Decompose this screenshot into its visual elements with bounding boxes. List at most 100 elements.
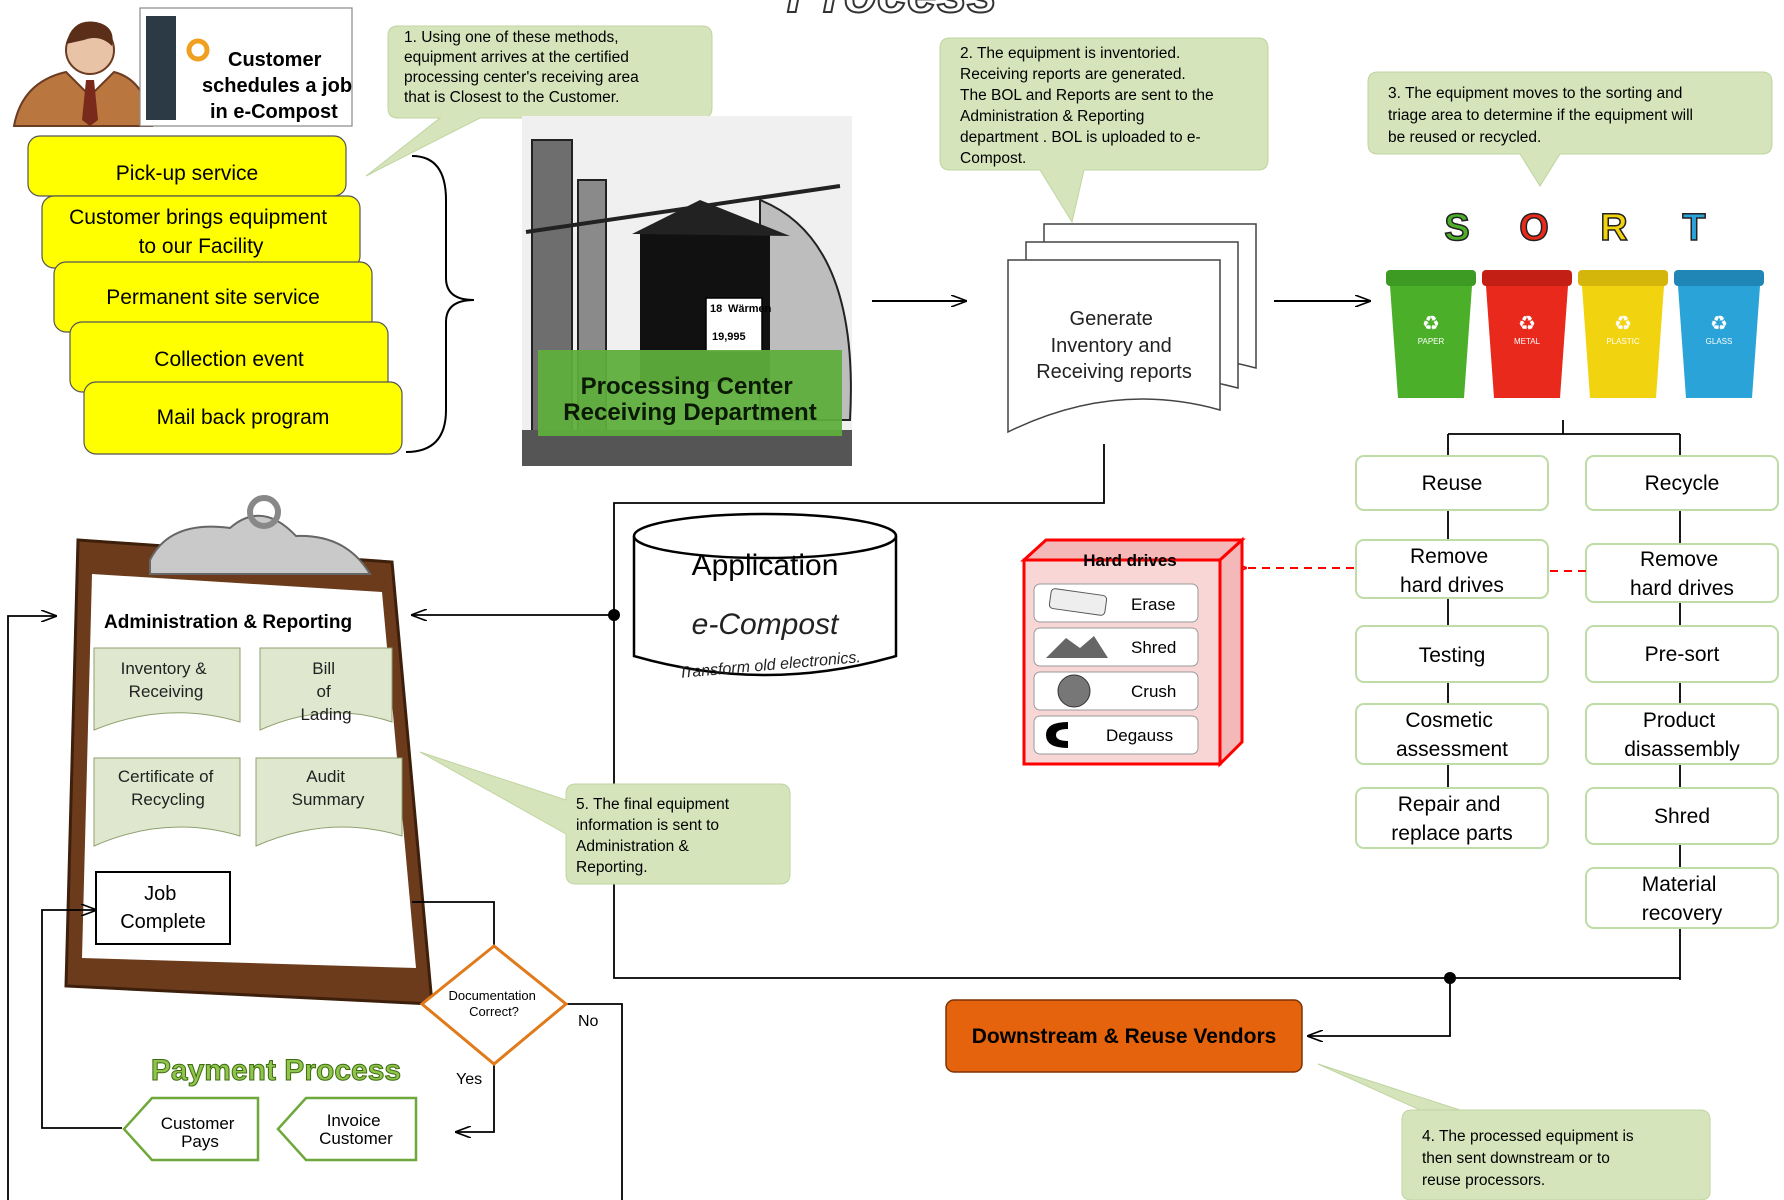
doc-label-line: Recycling: [131, 790, 205, 809]
step-label: Remove hard drives: [1630, 548, 1734, 600]
bin-metal: ♻ METAL: [1482, 270, 1572, 398]
step-label-line: Material: [1642, 873, 1717, 896]
method-label: Mail back program: [157, 406, 330, 429]
callout-line: information is sent to: [576, 817, 719, 834]
bin-body: [1486, 286, 1568, 398]
callout-bubble: [419, 751, 791, 885]
doc-label-line: Lading: [300, 705, 351, 724]
decision-no: No: [578, 1013, 599, 1030]
option-label: Crush: [1131, 682, 1176, 701]
callout-text: 2. The equipment is inventoried. Receivi…: [960, 45, 1218, 167]
reports-label-line: Receiving reports: [1036, 361, 1192, 383]
generate-reports: Generate Inventory and Receiving reports: [1007, 223, 1257, 434]
doc-label-line: Summary: [292, 790, 365, 809]
bin-body: [1582, 286, 1664, 398]
hard-drive-option-degauss: Degauss: [1033, 715, 1199, 755]
method-card: Collection event: [69, 321, 389, 393]
pays-label-line: Customer: [161, 1114, 235, 1133]
bin-recycle-icon: ♻: [1422, 313, 1440, 335]
decision-yes: Yes: [456, 1071, 482, 1088]
step-box: [1355, 787, 1549, 849]
step-box: [1585, 543, 1779, 603]
reuse-step: Reuse: [1355, 455, 1549, 511]
callout-line: Receiving reports are generated.: [960, 66, 1186, 83]
doc-label-line: of: [317, 682, 331, 701]
doc-label-line: Receiving: [129, 682, 204, 701]
reuse-step: Repair and replace parts: [1355, 787, 1549, 849]
sort-letter-s: S: [1444, 207, 1469, 249]
step-box: [1585, 703, 1779, 765]
step-box: [1585, 787, 1779, 845]
sort-letter-t: T: [1682, 207, 1705, 249]
decision-diamond: Documentation Correct? No Yes: [419, 944, 599, 1088]
page-title: Process: [787, 0, 997, 24]
hard-drives-box: Hard drives Erase Shred Crush Degauss: [1020, 536, 1246, 768]
callout-text: 3. The equipment moves to the sorting an…: [1388, 85, 1697, 146]
crushed-disk-icon: [1057, 674, 1091, 708]
callout-text: 1. Using one of these methods, equipment…: [404, 29, 643, 106]
callout-text: 5. The final equipment information is se…: [576, 796, 733, 876]
step-label-line: Pre-sort: [1645, 643, 1720, 666]
recycle-step: Product disassembly: [1585, 703, 1779, 765]
eraser-icon: [1048, 588, 1108, 616]
invoice-label-line: Customer: [319, 1129, 393, 1148]
step-label-line: Remove: [1410, 545, 1488, 568]
bin-glass: ♻ GLASS: [1674, 270, 1764, 398]
step-box: [1355, 703, 1549, 765]
callout-line: Reporting.: [576, 859, 648, 876]
step-label-line: hard drives: [1630, 577, 1734, 600]
step-label: Remove hard drives: [1400, 545, 1504, 597]
callout-bubble: [1317, 1063, 1711, 1200]
step-label-line: Testing: [1419, 644, 1486, 667]
step-label-line: disassembly: [1624, 738, 1740, 761]
callout-line: Administration &: [576, 838, 690, 855]
bin-label: PLASTIC: [1606, 337, 1640, 346]
bin-label: METAL: [1514, 337, 1541, 346]
step-label: Recycle: [1645, 472, 1720, 495]
step-label: Material recovery: [1642, 873, 1723, 925]
bin-label: GLASS: [1706, 337, 1733, 346]
clip-body: [149, 514, 372, 575]
bin-plastic: ♻ PLASTIC: [1578, 270, 1668, 398]
hard-drive-option-erase: Erase: [1033, 583, 1199, 623]
method-label: Pick-up service: [116, 162, 258, 185]
callout-line: department . BOL is uploaded to e-: [960, 129, 1201, 146]
bin-paper: ♻ PAPER: [1386, 270, 1476, 398]
doc-label: Audit Summary: [292, 767, 365, 809]
recycle-step: Recycle: [1585, 455, 1779, 511]
customer-schedules-line: Customer: [228, 49, 322, 71]
method-card: Pick-up service: [27, 135, 347, 197]
method-label: Customer brings equipment to our Facilit…: [69, 206, 333, 258]
db-label: Application: [692, 549, 839, 582]
job-to-decision: [412, 901, 495, 946]
step-label: Product disassembly: [1624, 709, 1740, 761]
step-label-line: Repair and: [1398, 793, 1501, 816]
reuse-step: Cosmetic assessment: [1355, 703, 1549, 765]
junction-dot: [1444, 972, 1456, 984]
doc-sheet: [93, 647, 241, 731]
recycle-bins: ♻ PAPER ♻ METAL ♻ PLASTIC ♻ GLASS: [1386, 270, 1764, 398]
admin-doc: Inventory & Receiving: [93, 647, 241, 731]
step-label: Shred: [1654, 805, 1710, 828]
step-box: [1585, 455, 1779, 511]
callout-step5: 5. The final equipment information is se…: [419, 751, 791, 885]
db-body: [632, 536, 898, 677]
hard-drive-option-shred: Shred: [1033, 627, 1199, 667]
reuse-step: Testing: [1355, 625, 1549, 683]
clip-ring: [247, 495, 281, 529]
admin-title: Administration & Reporting: [104, 612, 352, 633]
billboard-text: 18 Wärmen 19,995: [710, 303, 774, 343]
vendors-box: Downstream & Reuse Vendors: [945, 999, 1303, 1073]
customer-schedules-line: schedules a job: [202, 75, 352, 97]
ecompost-logo: e-Compost: [692, 608, 840, 641]
invoice-label: Invoice Customer: [319, 1111, 393, 1148]
receiving-sign: [538, 350, 842, 436]
method-card: Customer brings equipment to our Facilit…: [41, 195, 361, 269]
recycle-step: Remove hard drives: [1585, 543, 1779, 603]
doc-label-line: Inventory &: [121, 659, 208, 678]
callout-line: reuse processors.: [1422, 1172, 1545, 1189]
admin-doc: Certificate of Recycling: [93, 757, 241, 847]
bin-lid: [1674, 270, 1764, 286]
reports-label-line: Inventory and: [1051, 335, 1172, 357]
